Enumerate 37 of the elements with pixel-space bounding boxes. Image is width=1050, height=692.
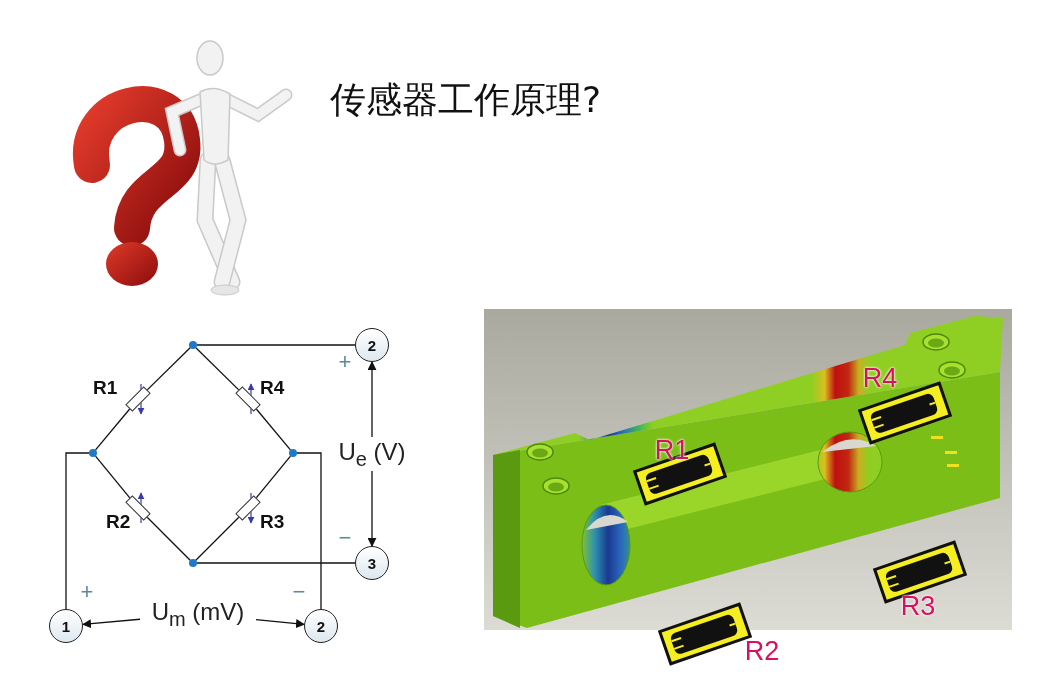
wire [94,455,131,499]
wire [195,347,240,391]
terminal-circle: 1 [49,609,83,643]
wire [196,562,356,564]
wire [195,516,240,561]
arrow [255,619,305,629]
terminal-circle: 2 [355,328,389,362]
wire [65,452,90,610]
wire [94,408,131,451]
resistor-label: R4 [260,377,285,399]
gauge-label: R1 [654,436,690,464]
gauge-label: R3 [900,592,936,620]
arrow [82,618,141,629]
resistor-label: R1 [93,377,118,399]
voltage-label: U$_{m}$ (mV) [142,598,254,630]
gauge-label: R2 [744,637,780,665]
gauge-label: R4 [862,364,898,392]
wire [146,516,191,561]
wire [196,344,356,346]
title: 传感器工作原理? [330,78,602,122]
junction-dot [189,341,197,349]
junction-dot [189,559,197,567]
polarity-sign: − [292,581,306,603]
resistor-label: R3 [260,511,285,533]
junction-dot [289,449,297,457]
polarity-sign: + [80,581,94,603]
junction-dot [89,449,97,457]
polarity-sign: + [338,351,352,373]
wire [255,408,292,451]
wire [296,452,322,610]
wire [146,347,191,391]
terminal-circle: 3 [355,546,389,580]
terminal-circle: 2 [304,609,338,643]
wire [255,455,292,499]
edge-label: U$_{e}$ (V) [338,436,406,472]
resistor-label: R2 [106,511,131,533]
polarity-sign: − [338,527,352,549]
